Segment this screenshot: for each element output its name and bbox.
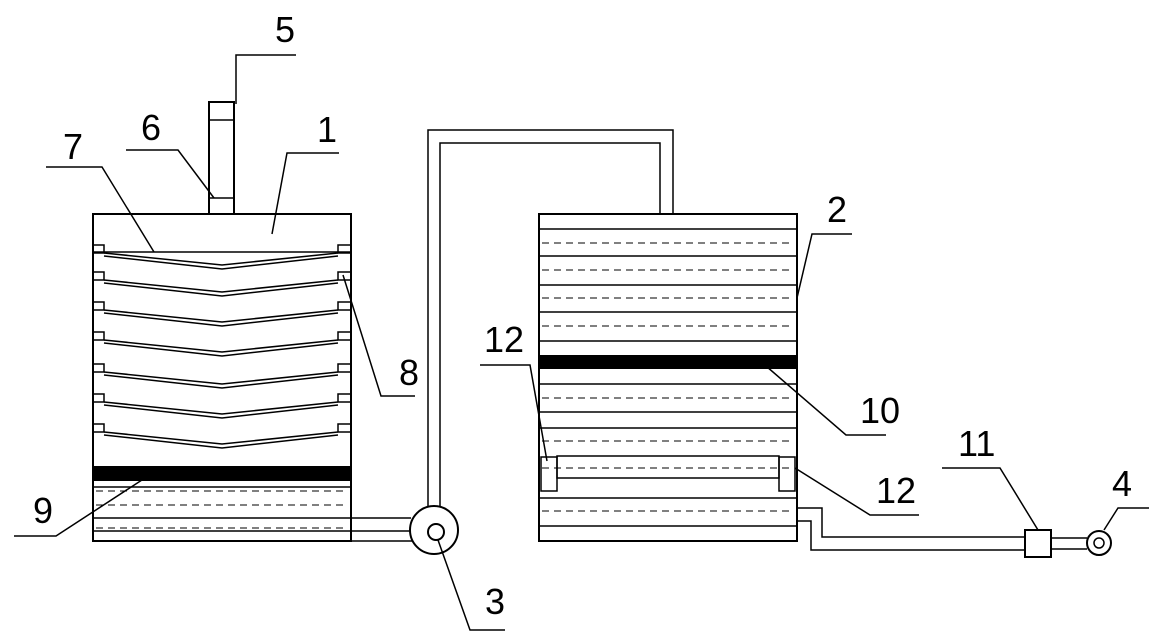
leader-4 <box>1103 507 1149 531</box>
tank-1-dashed-lines <box>93 486 351 529</box>
labels: 5 6 7 1 8 9 3 2 10 12 12 11 4 <box>33 9 1132 622</box>
leader-2 <box>796 233 852 299</box>
leader-5 <box>235 54 296 104</box>
pipe-riser-outer <box>427 129 674 507</box>
label-3: 3 <box>485 581 505 622</box>
tray <box>93 423 351 449</box>
pump-inner-circle <box>427 523 445 541</box>
label-12-left: 12 <box>484 319 524 360</box>
label-10: 10 <box>860 390 900 431</box>
outlet-4-inner <box>1093 537 1105 549</box>
outlet-4-outer <box>1086 530 1112 556</box>
layer-10-band <box>539 355 797 369</box>
layer-9-band <box>93 466 351 481</box>
label-2: 2 <box>827 189 847 230</box>
label-8: 8 <box>399 352 419 393</box>
tray <box>93 271 351 297</box>
outlet-pipe-upper <box>797 507 1025 538</box>
pipe-riser-inner <box>439 142 661 507</box>
tray <box>93 363 351 389</box>
label-4: 4 <box>1112 463 1132 504</box>
label-9: 9 <box>33 490 53 531</box>
label-11: 11 <box>958 423 995 464</box>
connecting-pipes <box>93 129 674 542</box>
pump-outer-circle <box>409 505 459 555</box>
leader-12-left <box>480 364 548 462</box>
tray <box>93 244 351 270</box>
tank-2 <box>538 213 798 542</box>
label-6: 6 <box>141 107 161 148</box>
leader-12-right <box>794 467 919 516</box>
leader-9 <box>14 477 146 537</box>
tray <box>93 331 351 357</box>
leader-8 <box>342 274 415 397</box>
pump-3 <box>409 505 459 555</box>
tray <box>93 301 351 327</box>
tank-2-layer-lines <box>539 228 797 527</box>
inlet-pipe-body <box>208 101 235 215</box>
fitting-12-left-body <box>540 456 558 492</box>
leader-10 <box>765 365 886 436</box>
leader-lines <box>14 54 1149 631</box>
label-1: 1 <box>317 109 337 150</box>
outlet-pipe-lower <box>797 520 1025 551</box>
leader-11 <box>942 467 1039 531</box>
filter-element <box>556 455 780 479</box>
outlet-pipes <box>797 507 1112 558</box>
leader-6 <box>126 149 215 199</box>
leader-7 <box>46 166 155 253</box>
tray <box>93 393 351 419</box>
tray-stack <box>93 244 351 449</box>
label-7: 7 <box>63 126 83 167</box>
valve-11-body <box>1024 529 1052 558</box>
leader-1 <box>271 152 339 235</box>
label-12-right: 12 <box>876 470 916 511</box>
label-5: 5 <box>275 9 295 50</box>
fitting-12-right-body <box>778 456 796 492</box>
leader-3 <box>437 539 505 631</box>
tank-2-body <box>538 213 798 542</box>
tank-1 <box>92 213 352 542</box>
